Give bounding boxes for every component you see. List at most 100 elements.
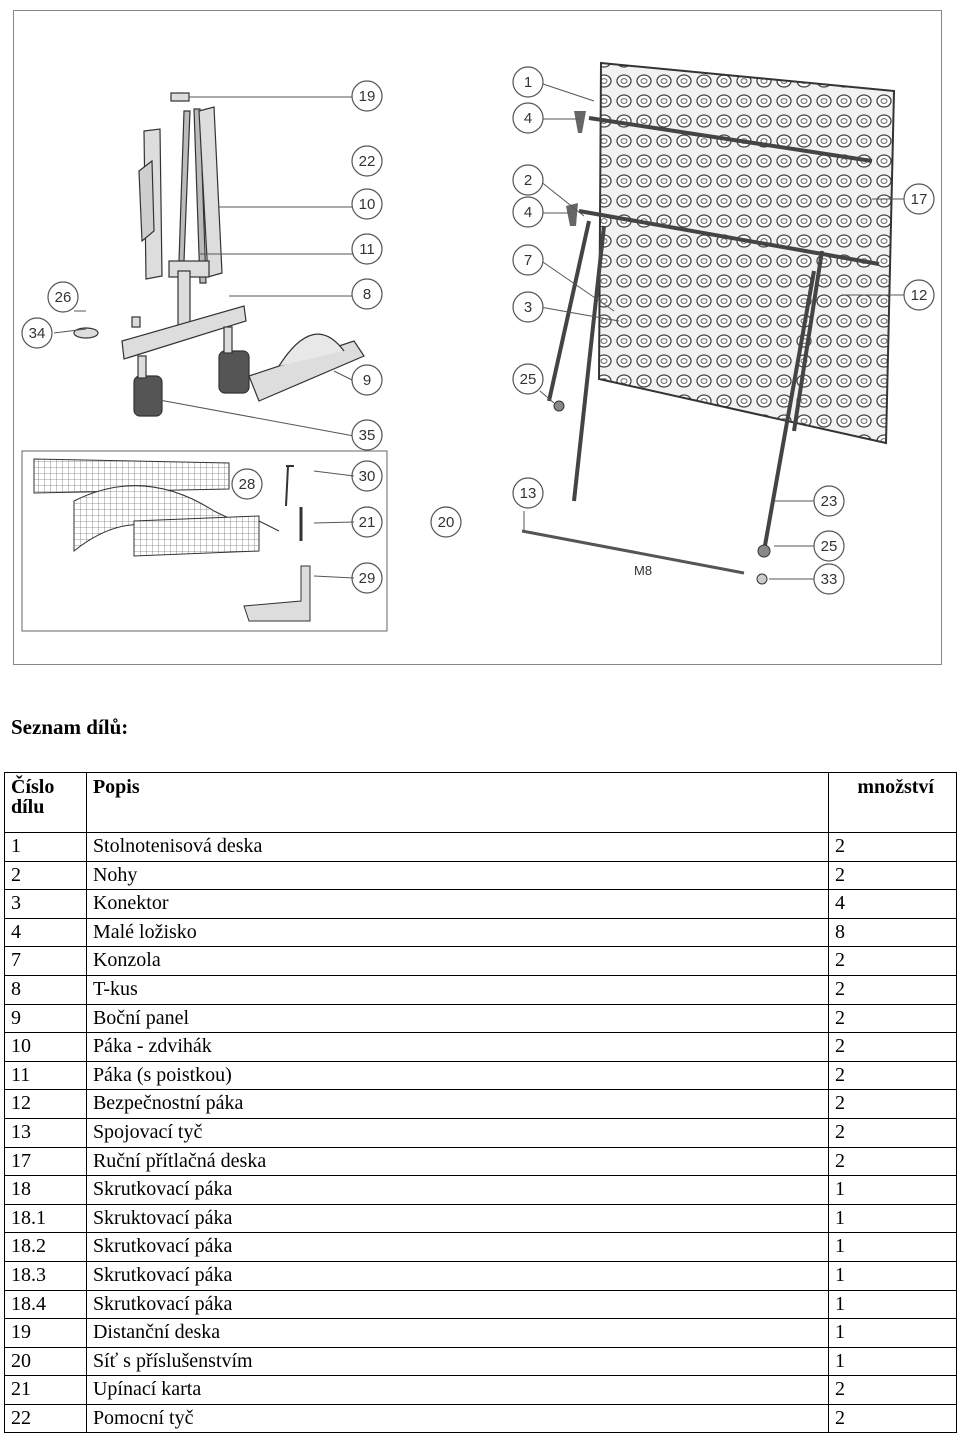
part-description-cell: Skrutkovací páka — [85, 1175, 830, 1205]
spacer-plate-19 — [170, 92, 190, 102]
part-number-cell: 18.3 — [4, 1260, 87, 1291]
part-description-cell: Ruční přítlačná deska — [85, 1146, 830, 1177]
callouts-left — [21, 80, 462, 594]
part-quantity-cell: 2 — [828, 832, 957, 862]
callouts-right — [512, 66, 935, 595]
assembly-figure: 19 22 10 11 8 26 34 9 35 28 30 21 20 29 — [13, 10, 942, 665]
callout-9: 9 — [363, 372, 371, 389]
part-number-cell: 1 — [4, 832, 87, 862]
rod-label: M8 — [634, 563, 652, 578]
part-description-cell: Konzola — [85, 946, 830, 976]
callout-22: 22 — [359, 153, 376, 170]
callout-8: 8 — [363, 286, 371, 303]
callout-4b: 4 — [524, 204, 532, 221]
part-description-cell: Skrutkovací páka — [85, 1289, 830, 1320]
bar-upper — [588, 116, 873, 163]
part-quantity-cell: 2 — [828, 974, 957, 1005]
callout-25a: 25 — [520, 371, 537, 388]
part-quantity-cell: 1 — [828, 1232, 957, 1262]
part-number-cell: 7 — [4, 946, 87, 976]
callout-19: 19 — [359, 88, 376, 105]
callout-17: 17 — [911, 191, 928, 208]
caster-left — [133, 375, 163, 417]
part-quantity-cell: 8 — [828, 917, 957, 948]
part-quantity-cell: 2 — [828, 1003, 957, 1034]
callout-13: 13 — [520, 485, 537, 502]
exploded-parts-diagram: 19 22 10 11 8 26 34 9 35 28 30 21 20 29 — [21, 61, 935, 632]
part-number-cell: 11 — [4, 1060, 87, 1091]
part-quantity-cell: 2 — [828, 1375, 957, 1405]
part-description-cell: Pomocní tyč — [85, 1403, 830, 1434]
callout-23: 23 — [821, 493, 838, 510]
part-description-cell: T-kus — [85, 974, 830, 1005]
t-piece-8 — [121, 305, 247, 360]
part-description-cell: Skrutkovací páka — [85, 1232, 830, 1262]
leader-lines-left — [53, 96, 355, 437]
part-number-cell: 12 — [4, 1089, 87, 1119]
lever-10 — [198, 106, 223, 278]
part-description-cell: Páka (s poistkou) — [85, 1060, 830, 1091]
part-number-cell: 18 — [4, 1175, 87, 1205]
net-accessories-drawing — [21, 450, 388, 632]
part-number-cell: 4 — [4, 917, 87, 948]
callout-4a: 4 — [524, 110, 532, 127]
callout-10: 10 — [359, 196, 376, 213]
callout-3: 3 — [524, 299, 532, 316]
callout-12: 12 — [911, 287, 928, 304]
callout-28: 28 — [239, 476, 256, 493]
part-quantity-cell: 1 — [828, 1346, 957, 1377]
part-number-cell: 18.2 — [4, 1232, 87, 1262]
part-description-cell: Páka - zdvihák — [85, 1032, 830, 1062]
connecting-rod-13 — [521, 529, 745, 575]
part-number-cell: 21 — [4, 1375, 87, 1405]
part-quantity-cell: 2 — [828, 1032, 957, 1062]
part-quantity-cell: 4 — [828, 889, 957, 919]
part-description-cell: Upínací karta — [85, 1375, 830, 1405]
part-description-cell: Bezpečnostní páka — [85, 1089, 830, 1119]
table-board-1 — [597, 61, 896, 445]
part-description-cell: Distanční deska — [85, 1318, 830, 1348]
callout-30: 30 — [359, 468, 376, 485]
part-quantity-cell: 2 — [828, 1146, 957, 1177]
callout-2: 2 — [524, 172, 532, 189]
callout-25b: 25 — [821, 538, 838, 555]
callout-1: 1 — [524, 74, 532, 91]
part-description-cell: Skrutkovací páka — [85, 1260, 830, 1291]
foot-34 — [73, 327, 99, 339]
part-quantity-cell: 2 — [828, 1403, 957, 1434]
callout-11: 11 — [359, 241, 375, 258]
part-quantity-cell: 1 — [828, 1175, 957, 1205]
part-number-cell: 13 — [4, 1117, 87, 1148]
part-quantity-cell: 2 — [828, 1060, 957, 1091]
part-quantity-cell: 1 — [828, 1289, 957, 1320]
part-quantity-cell: 2 — [828, 860, 957, 891]
part-number-cell: 10 — [4, 1032, 87, 1062]
part-number-cell: 9 — [4, 1003, 87, 1034]
part-description-cell: Nohy — [85, 860, 830, 891]
leg-left — [547, 220, 591, 402]
header-description: Popis — [85, 772, 830, 833]
part-description-cell: Stolnotenisová deska — [85, 832, 830, 862]
callout-35: 35 — [359, 427, 376, 444]
part-number-cell: 3 — [4, 889, 87, 919]
part-description-cell: Spojovací tyč — [85, 1117, 830, 1148]
callout-34: 34 — [29, 325, 46, 342]
